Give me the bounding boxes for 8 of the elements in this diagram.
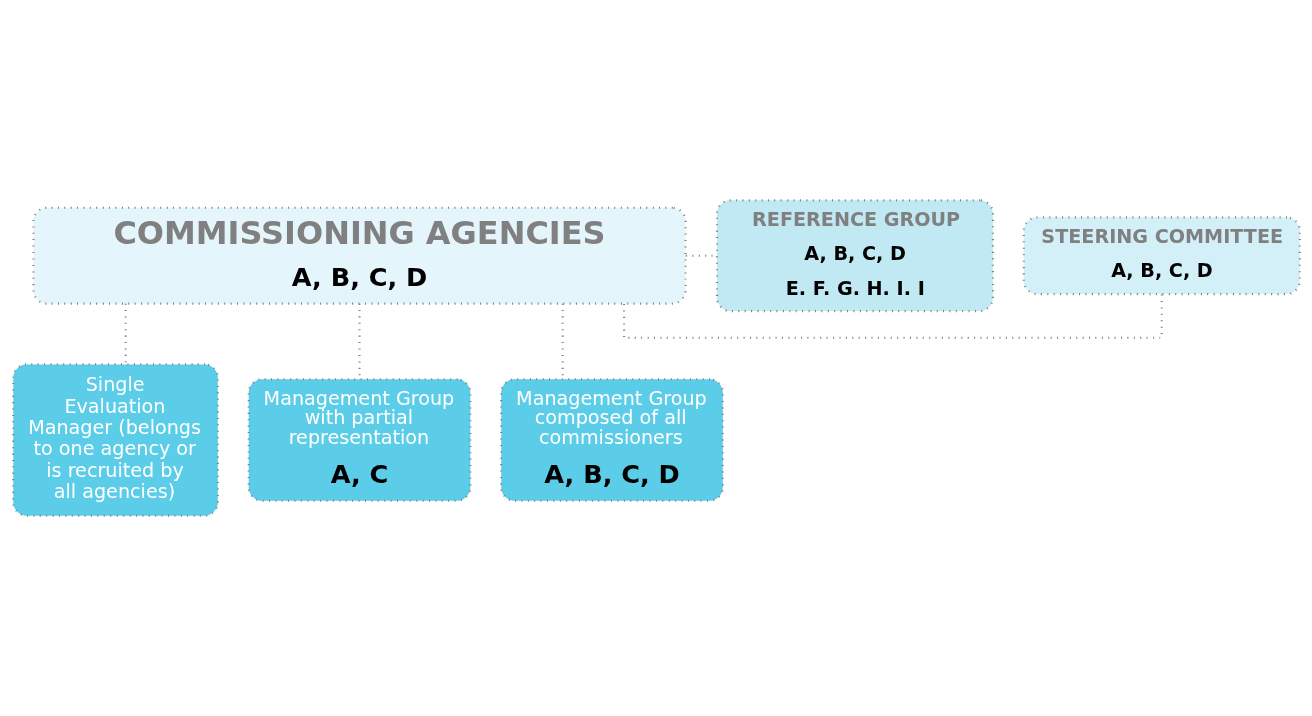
node-box: STEERING COMMITTEE A, B, C, D — [1022, 216, 1301, 296]
node-box: REFERENCE GROUP A, B, C, D E. F. G. H. I. I — [715, 199, 994, 313]
connector — [124, 303, 127, 365]
node-box: Single Evaluation Manager (belongs to one agency or is recruited by all agencies) — [11, 363, 219, 517]
node-box: Management Group with partial representation A, C — [247, 378, 471, 502]
node-box: Management Group composed of all commissioners A, B, C, D — [499, 378, 724, 502]
connector — [622, 294, 1163, 339]
node-box: COMMISSIONING AGENCIES A, B, C, D — [31, 206, 687, 305]
